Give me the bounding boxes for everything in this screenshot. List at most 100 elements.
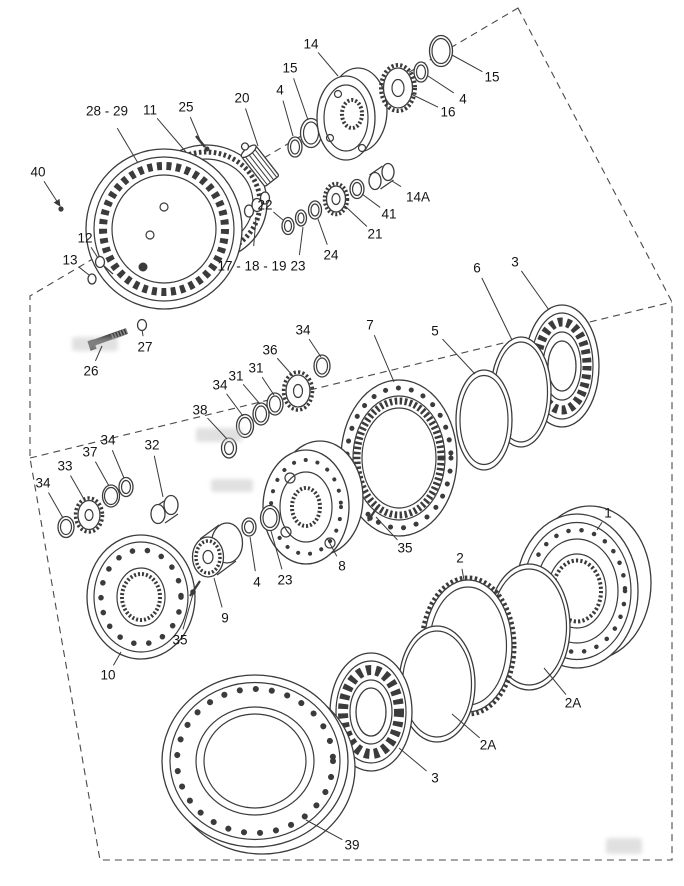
callout-leader-35 [182,593,194,630]
part-32-spacer [150,494,179,525]
callout-leader-14A [391,180,402,187]
callout-leader-40 [43,180,61,207]
part-8-carrier [262,440,364,565]
callout-leader-34 [226,393,244,417]
callout-label-3: 3 [511,255,519,270]
part-22-ring [281,216,295,236]
callout-label-31: 31 [228,369,243,384]
callout-label-1: 1 [604,506,612,521]
callout-leader-15 [451,54,483,73]
assembly-boundary [29,7,673,861]
part-15-ring-right [428,34,454,68]
callout-label-32: 32 [144,438,159,453]
callout-leader-4 [427,75,455,94]
callout-leader-5 [442,338,476,375]
callout-label-4: 4 [459,92,467,107]
callout-label-13: 13 [62,253,77,268]
callout-label-35: 35 [397,541,412,556]
callout-leader-3 [398,747,427,772]
callout-label-12: 12 [77,231,92,246]
part-4-ring-a [287,136,303,158]
callout-leader-2 [461,568,465,581]
part-16-gear [379,63,417,113]
callout-label-23: 23 [290,259,305,274]
part-27-washer [136,318,148,332]
callout-label-17-18-19: 17 - 18 - 19 [217,259,286,274]
callout-label-41: 41 [381,207,396,222]
callout-label-22: 22 [257,198,272,213]
callout-label-3: 3 [431,771,439,786]
callout-label-5: 5 [431,324,439,339]
callout-leader-3 [520,270,550,311]
part-34-ring-a [313,354,331,378]
callout-leader-17-18-19 [253,217,257,247]
callout-label-10: 10 [100,668,115,683]
watermark [72,337,642,854]
callout-label-2: 2 [456,551,464,566]
callout-label-23: 23 [277,573,292,588]
callout-label-27: 27 [137,340,152,355]
callout-label-2A: 2A [565,696,582,711]
callout-label-35: 35 [172,633,187,648]
part-14a-spacer [368,162,395,191]
part-17-18-19-bearing [243,191,271,218]
callout-leader-35 [375,516,398,541]
callout-leader-8 [326,537,338,557]
part-23-ring-b [259,504,281,532]
callout-leader-37 [94,461,110,487]
part-9-gear [191,522,244,578]
callout-leader-34 [111,449,125,479]
part-20-sun-gear [240,142,280,187]
callout-label-40: 40 [30,165,45,180]
callout-leader-23 [270,530,283,570]
callout-leader-33 [70,475,86,502]
part-37-ring [101,484,121,508]
callout-leader-27 [141,329,144,337]
callout-leader-7 [373,334,395,383]
callout-label-15: 15 [282,61,297,76]
callout-leader-25 [189,116,201,141]
callout-label-34: 34 [100,433,116,448]
part-4-ring-right [413,61,429,83]
callout-leader-32 [153,455,164,498]
callout-label-20: 20 [234,91,249,106]
callout-label-14A: 14A [406,190,430,205]
part-31-ring-b [252,402,270,426]
callout-label-24: 24 [323,248,339,263]
callout-leader-21 [344,205,368,227]
callout-leader-34 [48,492,64,519]
part-23-ring-a [294,209,308,227]
callout-label-11: 11 [143,103,157,118]
callout-label-34: 34 [295,323,311,338]
callout-label-6: 6 [473,261,481,276]
callout-leader-22 [273,211,284,221]
callout-label-39: 39 [344,838,359,853]
callout-leader-2A [451,713,480,739]
callout-label-2A: 2A [480,738,497,753]
part-10-hub [86,534,196,660]
callout-label-31: 31 [248,361,263,376]
callout-label-34: 34 [35,476,51,491]
part-5-ring [455,369,513,471]
callout-label-34: 34 [212,378,228,393]
callout-leader-24 [317,218,328,245]
callout-leader-16 [410,93,439,108]
part-33-gear [73,496,105,534]
part-34-ring-c [118,476,134,498]
callout-leader-36 [276,357,294,377]
callout-label-4: 4 [253,575,261,590]
part-28-29-hub-cover [85,148,243,310]
callout-label-7: 7 [366,318,374,333]
callout-label-33: 33 [57,459,72,474]
callout-leader-10 [112,651,122,666]
callout-label-21: 21 [367,227,382,242]
callout-label-9: 9 [221,611,229,626]
callout-label-36: 36 [262,343,277,358]
part-24-ring [307,200,323,220]
callout-label-26: 26 [83,364,98,379]
callout-label-28-29: 28 - 29 [86,104,128,119]
callout-label-14: 14 [303,37,319,52]
callout-leader-23 [298,226,304,256]
